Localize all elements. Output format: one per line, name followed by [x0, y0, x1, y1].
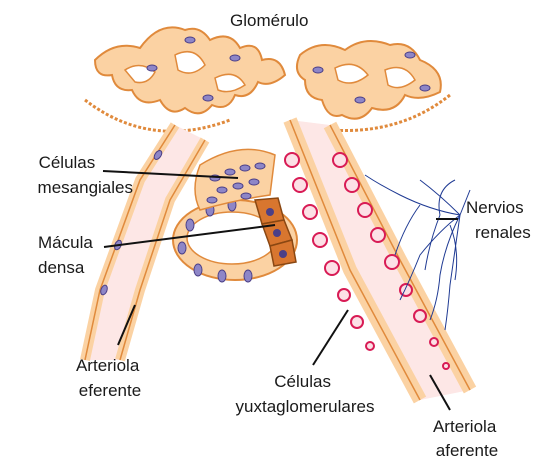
label-celulas-mesangiales: Células mesangiales	[38, 153, 133, 197]
label-arteriola-aferente-line2: aferente	[436, 441, 498, 460]
label-macula-densa-line2: densa	[38, 258, 85, 277]
label-nervios-renales-line2: renales	[475, 223, 531, 242]
label-arteriola-eferente-line2: eferente	[79, 381, 141, 400]
label-macula-densa-line1: Mácula	[38, 233, 93, 252]
label-arteriola-aferente-line1: Arteriola	[433, 417, 497, 436]
label-arteriola-eferente: Arteriola eferente	[76, 356, 144, 400]
label-nervios-renales: Nervios renales	[466, 198, 531, 242]
afferent-arteriole	[285, 120, 470, 400]
label-nervios-renales-line1: Nervios	[466, 198, 524, 217]
glomerulus-tuft-right	[297, 41, 441, 119]
label-arteriola-aferente: Arteriola aferente	[433, 417, 501, 460]
label-macula-densa: Mácula densa	[38, 233, 98, 277]
leader-celulas-yuxtaglomerulares	[313, 310, 348, 365]
distal-tubule	[173, 198, 297, 282]
label-celulas-yuxtaglomerulares-line1: Células	[274, 372, 331, 391]
label-glomerulo: Glomérulo	[230, 11, 308, 30]
label-celulas-yuxtaglomerulares: Células yuxtaglomerulares	[236, 372, 375, 416]
label-celulas-mesangiales-line1: Células	[39, 153, 96, 172]
label-arteriola-eferente-line1: Arteriola	[76, 356, 140, 375]
glomerulus-tufts	[85, 27, 450, 131]
label-celulas-yuxtaglomerulares-line2: yuxtaglomerulares	[236, 397, 375, 416]
label-celulas-mesangiales-line2: mesangiales	[38, 178, 133, 197]
